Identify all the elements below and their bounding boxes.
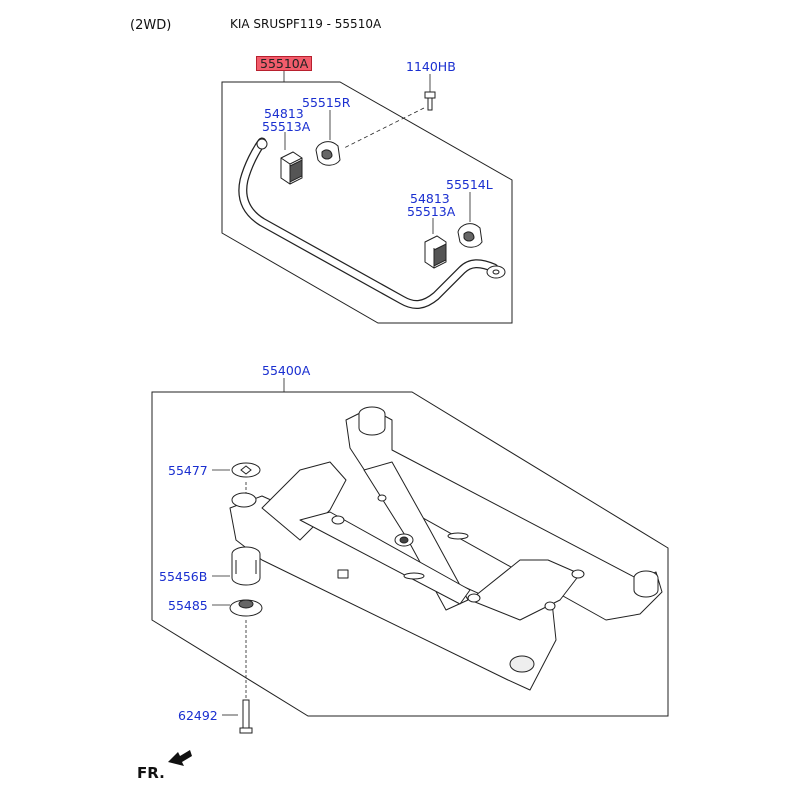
bracket-left bbox=[315, 141, 341, 166]
front-direction-label: FR. bbox=[137, 764, 165, 782]
bushing-left bbox=[280, 151, 303, 185]
bushing-mount-part bbox=[231, 546, 261, 586]
bolt-top-part bbox=[424, 91, 436, 111]
drive-type-label: (2WD) bbox=[130, 18, 172, 33]
stabilizer-group-frame bbox=[221, 81, 513, 324]
washer-part bbox=[231, 462, 261, 478]
stopper-part bbox=[229, 599, 263, 617]
crossmember-group-frame bbox=[151, 391, 669, 717]
part-label-bolt-top[interactable]: 1140HB bbox=[406, 59, 456, 74]
front-direction-arrow-icon bbox=[168, 750, 192, 766]
part-label-bushing-left-b[interactable]: 55513A bbox=[262, 119, 311, 134]
part-label-bushing-right-a[interactable]: 54813 bbox=[410, 191, 450, 206]
part-label-bushing-right-b[interactable]: 55513A bbox=[407, 204, 456, 219]
diagram-title: KIA SRUSPF119 - 55510A bbox=[230, 17, 382, 31]
stabilizer-bar bbox=[238, 137, 506, 309]
part-label-mount-bolt[interactable]: 62492 bbox=[178, 708, 218, 723]
crossmember-subframe bbox=[229, 406, 663, 691]
bolt-bottom-part bbox=[239, 699, 253, 734]
part-label-bracket-right[interactable]: 55514L bbox=[446, 177, 493, 192]
part-label-mount-bushing[interactable]: 55456B bbox=[159, 569, 208, 584]
part-label-bushing-left-a[interactable]: 54813 bbox=[264, 106, 304, 121]
part-label-stabilizer-bar[interactable]: 55510A bbox=[256, 56, 313, 71]
part-label-mount-washer[interactable]: 55477 bbox=[168, 463, 208, 478]
leader-lines-upper bbox=[283, 70, 471, 234]
bracket-right bbox=[457, 223, 483, 248]
part-label-mount-stopper[interactable]: 55485 bbox=[168, 598, 208, 613]
bushing-right bbox=[424, 235, 447, 269]
part-label-crossmember[interactable]: 55400A bbox=[262, 363, 311, 378]
part-label-bracket-left[interactable]: 55515R bbox=[302, 95, 351, 110]
leader-lines-lower bbox=[212, 378, 285, 716]
